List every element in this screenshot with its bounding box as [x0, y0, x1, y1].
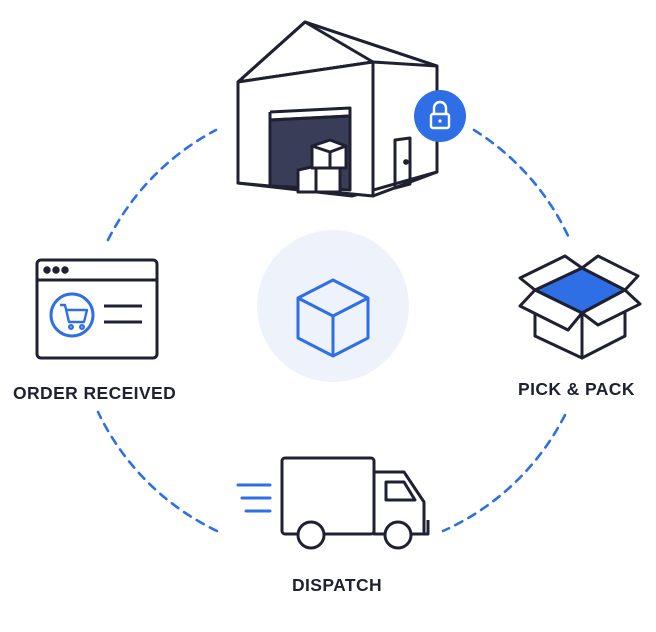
arc-pick-to-dispatch [441, 413, 567, 533]
open-box-icon [518, 254, 642, 360]
stage-label-pick-pack: PICK & PACK [518, 379, 635, 399]
lock-icon [414, 90, 466, 142]
stage-label-order-received: ORDER RECEIVED [13, 383, 177, 403]
arc-warehouse-to-pick [472, 128, 572, 242]
delivery-truck-icon [236, 456, 430, 550]
cube-icon [296, 278, 370, 358]
browser-cart-icon [35, 258, 159, 360]
center-hub [257, 230, 409, 382]
cycle-connector [96, 128, 572, 533]
cart-icon [60, 303, 89, 331]
stage-label-dispatch: DISPATCH [292, 575, 383, 595]
arc-dispatch-to-order [96, 410, 219, 533]
center-circle [257, 230, 409, 382]
arc-order-to-warehouse [106, 128, 218, 242]
warehouse-icon [236, 20, 439, 198]
